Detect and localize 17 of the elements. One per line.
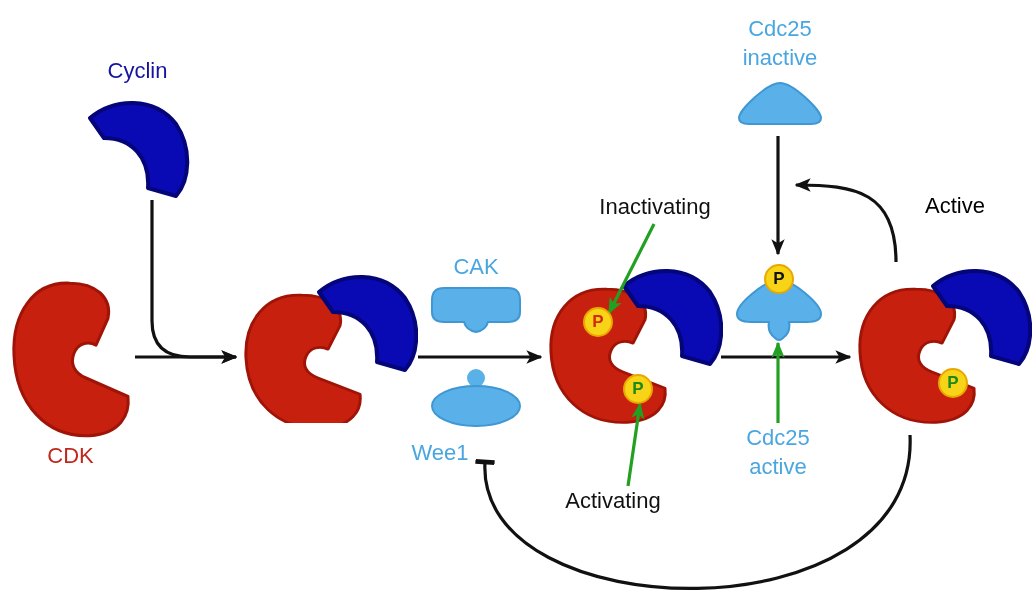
protein-label: Cdc25 inactive <box>741 15 819 72</box>
phosphate-circle: P <box>764 264 794 294</box>
arrow <box>794 178 898 263</box>
protein-label: CAK <box>452 254 500 280</box>
annotation-text: Inactivating <box>598 194 712 220</box>
arrow <box>135 350 238 364</box>
leader-arrow <box>607 223 656 315</box>
leader-arrow <box>771 341 785 423</box>
annotation-text: Cdc25 active <box>745 424 811 481</box>
annotation-text: Activating <box>564 488 662 514</box>
phosphate-circle: P <box>938 368 968 398</box>
protein-label: CDK <box>46 443 95 469</box>
arrow <box>771 136 785 256</box>
leader-arrow <box>626 402 645 487</box>
protein-label: Cyclin <box>106 58 169 84</box>
arrow <box>418 350 543 364</box>
protein-label: Wee1 <box>410 440 470 466</box>
